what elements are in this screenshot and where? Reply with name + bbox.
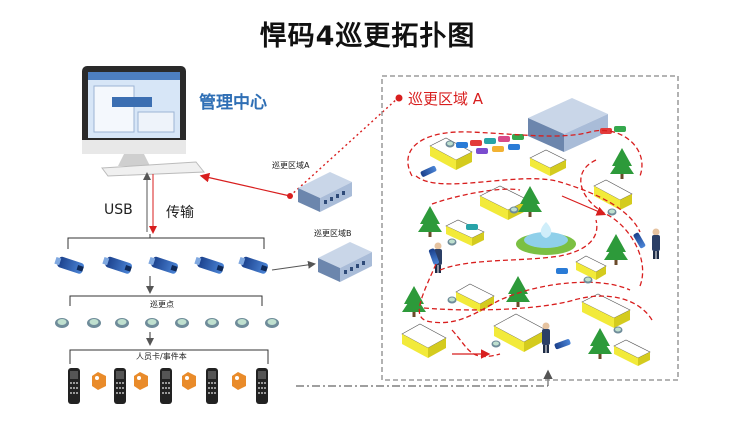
patrol-area-b-label: 巡更区域B bbox=[314, 229, 352, 238]
patrol-area-a-label: 巡更区域A bbox=[272, 161, 310, 170]
reader-5 bbox=[238, 256, 268, 274]
management-center-label: 管理中心 bbox=[199, 93, 267, 113]
block-buildings bbox=[401, 137, 651, 366]
patrol-points-label: 巡更点 bbox=[150, 300, 174, 309]
card-icons bbox=[68, 368, 268, 404]
patrol-area-a-title: 巡更区域 A bbox=[408, 90, 484, 108]
patrol-route bbox=[407, 129, 653, 358]
area-a-link bbox=[289, 97, 399, 197]
reader-1 bbox=[54, 256, 84, 274]
reader-bracket bbox=[67, 234, 265, 249]
area-patrol-point-icons bbox=[445, 140, 623, 348]
reader-4 bbox=[194, 256, 224, 274]
cards-label: 人员卡/事件本 bbox=[136, 352, 187, 361]
fountain-icon bbox=[516, 222, 576, 255]
patrol-point-icons bbox=[55, 318, 279, 328]
reader-to-area-b-arrow bbox=[271, 260, 316, 271]
transfer-label: 传输 bbox=[166, 205, 194, 221]
reader-3 bbox=[148, 256, 178, 274]
building-b-icon bbox=[318, 242, 372, 282]
area-a-to-center-arrow bbox=[199, 172, 291, 197]
main-building-icon bbox=[528, 98, 608, 152]
patrol-area-a-box bbox=[381, 75, 679, 381]
computer-icon bbox=[82, 66, 206, 177]
patrol-point-bracket bbox=[69, 295, 263, 306]
area-reader-icons bbox=[420, 165, 646, 350]
guard-icons bbox=[434, 228, 660, 353]
area-a-marker bbox=[395, 94, 403, 102]
tree-icons bbox=[402, 148, 634, 359]
reader-2 bbox=[102, 256, 132, 274]
usb-label: USB bbox=[104, 202, 133, 218]
card-bracket bbox=[69, 349, 269, 364]
building-a-icon bbox=[298, 172, 352, 212]
page-title: 悍码4巡更拓扑图 bbox=[259, 21, 476, 52]
